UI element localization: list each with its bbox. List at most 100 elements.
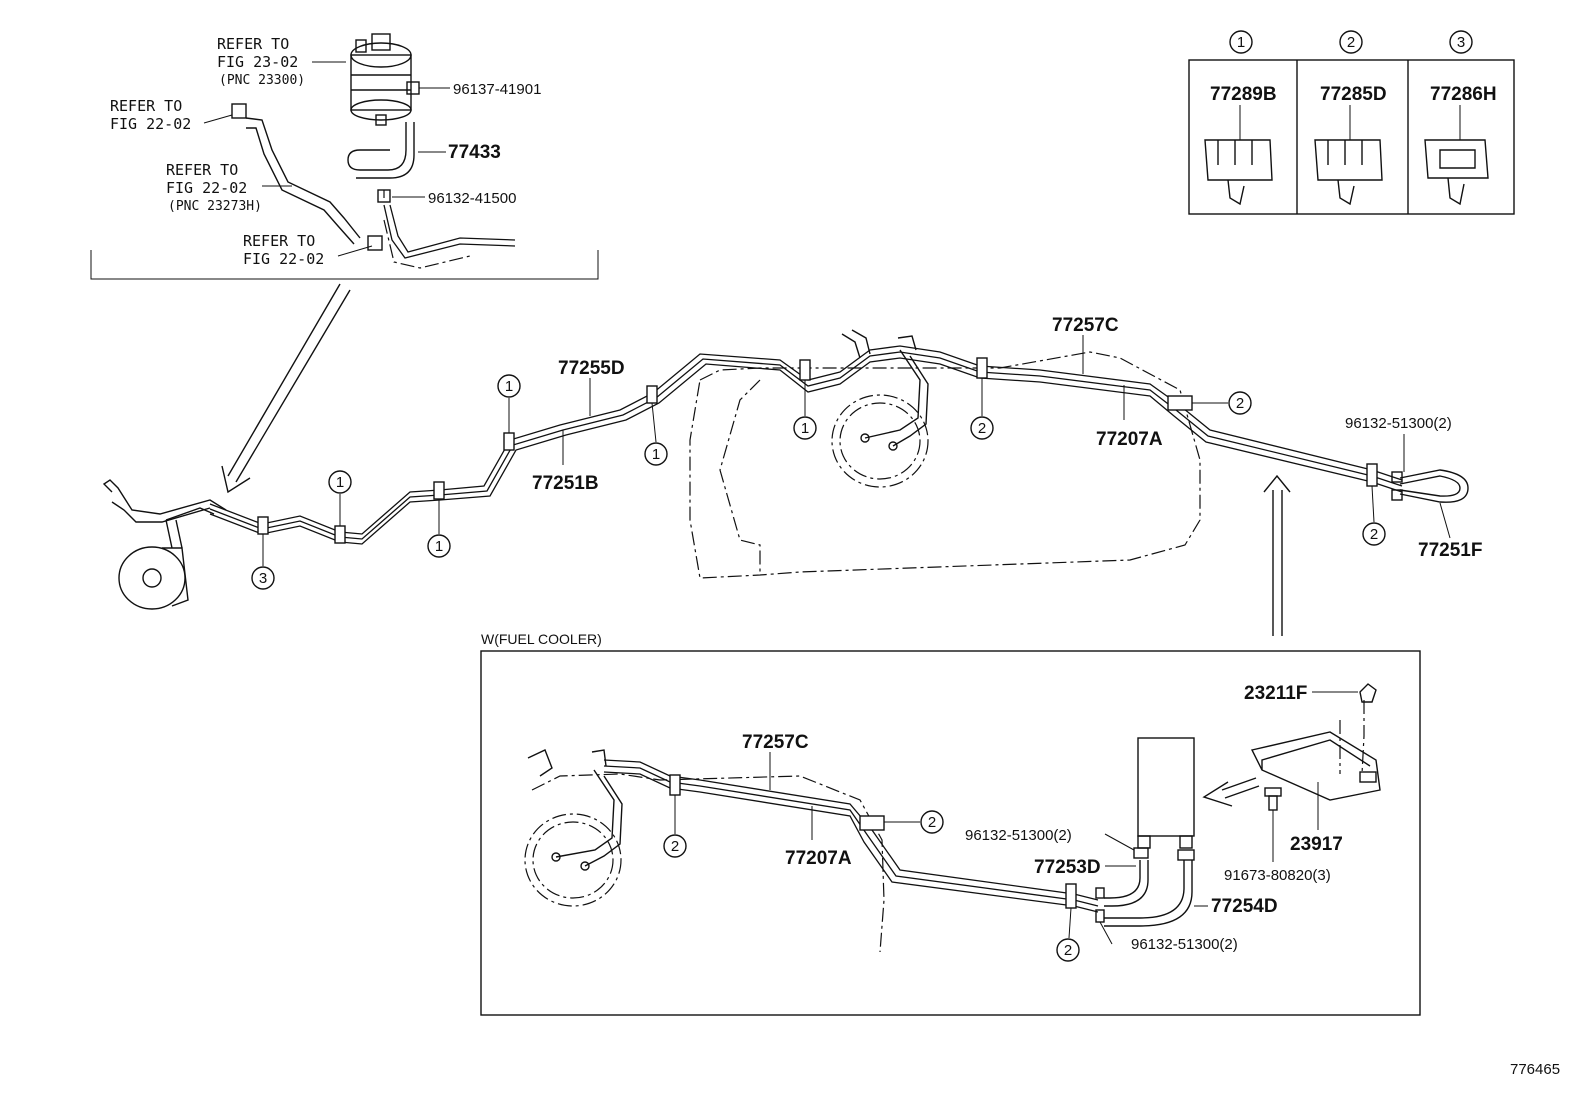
marker-1-c: 1	[497, 374, 521, 433]
canister-drawing	[350, 33, 412, 126]
svg-text:1: 1	[435, 538, 443, 555]
clamp-3-a	[257, 516, 269, 535]
svg-text:1: 1	[801, 420, 809, 437]
marker-1-e: 1	[793, 380, 817, 440]
loop-77251F	[1399, 469, 1469, 503]
legend-col-2: 2 77285D	[1314, 30, 1387, 206]
inset-pipe-middle	[603, 765, 1099, 907]
legend-part-77285D: 77285D	[1320, 84, 1387, 105]
inset-label-77253D: 77253D	[1034, 857, 1101, 878]
label-23211F: 23211F	[1244, 683, 1307, 704]
svg-text:2: 2	[1064, 942, 1072, 959]
svg-text:3: 3	[259, 570, 267, 587]
bolt-91673	[1264, 787, 1282, 862]
svg-text:2: 2	[928, 814, 936, 831]
inset-clamp-2-b	[859, 815, 885, 831]
hose-77254D	[1104, 860, 1185, 919]
label-77207A: 77207A	[1096, 429, 1163, 450]
legend-marker-3: 3	[1457, 34, 1465, 51]
ref-fig22a-line1: REFER TO	[110, 97, 182, 115]
inset-label-96132-51300-b: 96132-51300(2)	[1131, 936, 1238, 953]
ref-fig22c-line1: REFER TO	[243, 232, 315, 250]
hose-77253D	[1104, 860, 1141, 899]
label-77257C: 77257C	[1052, 315, 1119, 336]
inset-clamp-2-c	[1065, 883, 1077, 909]
leader-fig22a	[203, 114, 233, 124]
inset-label-77254D: 77254D	[1211, 896, 1278, 917]
inset-marker-2-b: 2	[884, 810, 944, 834]
ref-fig23-line3: (PNC 23300)	[219, 73, 305, 88]
inset-clamp-2-a	[669, 774, 681, 796]
marker-1-d: 1	[644, 402, 668, 466]
svg-text:1: 1	[505, 378, 513, 395]
main-assembly: 3 1 1 1 1 1 2	[102, 315, 1482, 636]
pipe-middle	[209, 351, 1403, 540]
clamp-1-e	[799, 359, 811, 381]
bracket-23917	[1250, 700, 1381, 801]
marker-2-b: 2	[1192, 391, 1252, 415]
label-77433: 77433	[448, 142, 501, 163]
ref-fig23-line1: REFER TO	[217, 35, 289, 53]
inset-pipe-lower	[603, 771, 1099, 913]
label-77255D: 77255D	[558, 358, 625, 379]
ref-fig22a-line2: FIG 22-02	[110, 115, 191, 133]
svg-text:2: 2	[671, 838, 679, 855]
figure-number: 776465	[1510, 1061, 1560, 1078]
legend-part-77289B: 77289B	[1210, 84, 1277, 105]
fuel-cooler-unit	[1137, 737, 1195, 837]
marker-2-a: 2	[970, 378, 994, 440]
clamp-96137	[406, 81, 420, 95]
detail-arrow-shaft	[235, 289, 351, 483]
clip-23211F	[1359, 683, 1377, 703]
clamp-2-b	[1167, 395, 1193, 411]
label-23917: 23917	[1290, 834, 1343, 855]
svg-text:2: 2	[1370, 526, 1378, 543]
clamp-1-c	[503, 432, 515, 451]
svg-text:2: 2	[978, 420, 986, 437]
marker-1-a: 1	[328, 470, 352, 526]
leader-fig22c	[337, 245, 373, 257]
hose-fig22	[245, 117, 361, 239]
marker-1-b: 1	[427, 499, 451, 558]
svg-text:2: 2	[1236, 395, 1244, 412]
clamp-1-a	[334, 525, 346, 544]
ref-fig22c-line2: FIG 22-02	[243, 250, 324, 268]
legend-part-77286H: 77286H	[1430, 84, 1497, 105]
label-96132-51300-main: 96132-51300(2)	[1345, 415, 1452, 432]
clamp-1-d	[646, 385, 658, 404]
inset-arrow	[1263, 474, 1291, 636]
inset-label: W(FUEL COOLER)	[481, 631, 602, 647]
legend-marker-2: 2	[1347, 34, 1355, 51]
inset-label-77207A: 77207A	[785, 848, 852, 869]
svg-text:1: 1	[652, 446, 660, 463]
marker-2-c: 2	[1362, 485, 1386, 546]
top-left-detail: REFER TO FIG 23-02 (PNC 23300) REFER TO …	[90, 33, 599, 494]
label-96137-41901: 96137-41901	[453, 81, 541, 98]
fuel-tank-outline	[689, 351, 1201, 579]
inset-tank-outline	[531, 773, 885, 953]
label-77251F: 77251F	[1418, 540, 1482, 561]
inset-marker-2-c: 2	[1056, 907, 1080, 962]
legend-col-3: 3 77286H	[1424, 30, 1497, 206]
ref-fig23-line2: FIG 23-02	[217, 53, 298, 71]
inset-marker-2-a: 2	[663, 795, 687, 858]
legend-box	[1188, 59, 1515, 215]
inset-pipe-upper	[603, 759, 1099, 901]
label-96132-41500: 96132-41500	[428, 190, 516, 207]
detail-bracket	[90, 250, 599, 280]
ref-fig22b-line1: REFER TO	[166, 161, 238, 179]
clamp-2-a	[976, 357, 988, 379]
fuel-filter-left	[102, 479, 227, 610]
legend-marker-1: 1	[1237, 34, 1245, 51]
marker-3-a: 3	[251, 534, 275, 590]
hose-77433	[347, 122, 407, 171]
ref-fig22b-line3: (PNC 23273H)	[168, 199, 262, 214]
pipe-upper	[209, 345, 1403, 535]
legend-col-1: 1 77289B	[1204, 30, 1277, 206]
pipe-lower	[209, 357, 1403, 545]
inset-left-arrow	[1202, 777, 1260, 807]
label-77251B: 77251B	[532, 473, 599, 494]
clamp-2-c	[1366, 463, 1378, 487]
inset-label-77257C: 77257C	[742, 732, 809, 753]
